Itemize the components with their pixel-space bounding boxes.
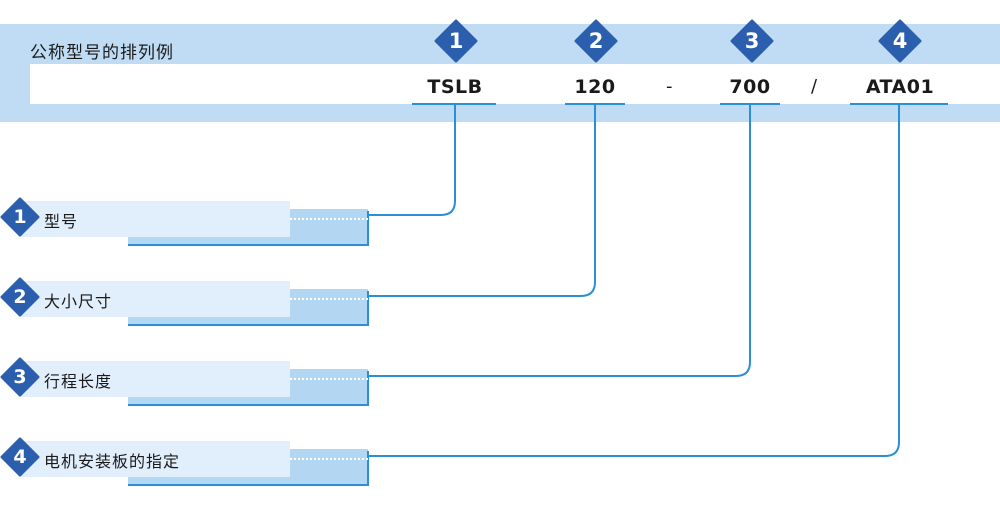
label-bottom-line — [128, 324, 369, 326]
segment-2-code: 120 — [574, 76, 616, 98]
legend-2-number: 2 — [13, 286, 27, 308]
segment-3-code: 700 — [729, 76, 771, 98]
segment-1-number: 1 — [448, 29, 464, 53]
dotted-leader — [290, 378, 368, 380]
label-edge — [367, 211, 369, 245]
legend-2-diamond: 2 — [0, 277, 40, 317]
label-edge — [367, 451, 369, 485]
segment-1-underline — [412, 103, 496, 105]
separator-dash: - — [666, 76, 673, 97]
legend-4-diamond: 4 — [0, 437, 40, 477]
legend-4-number: 4 — [13, 446, 27, 468]
segment-4-code: ATA01 — [865, 76, 935, 98]
segment-2-underline — [565, 103, 625, 105]
segment-2-diamond: 2 — [574, 19, 618, 63]
label-box — [18, 281, 290, 317]
label-edge — [367, 291, 369, 325]
label-box — [18, 441, 290, 477]
segment-4-number: 4 — [892, 29, 908, 53]
segment-1-diamond: 1 — [434, 19, 478, 63]
label-box — [18, 361, 290, 397]
dotted-leader — [290, 218, 368, 220]
legend-row-2: 2 大小尺寸 — [0, 277, 372, 326]
legend-2-label: 大小尺寸 — [44, 292, 113, 311]
separator-slash: / — [811, 76, 818, 97]
legend-row-3: 3 行程长度 — [0, 357, 372, 406]
segment-1-code: TSLB — [427, 76, 483, 98]
segment-4-diamond: 4 — [878, 19, 922, 63]
label-bottom-line — [128, 244, 369, 246]
legend-1-diamond: 1 — [0, 197, 40, 237]
code-field — [30, 64, 1000, 104]
segment-3-diamond: 3 — [730, 19, 774, 63]
label-edge — [367, 371, 369, 405]
page-title: 公称型号的排列例 — [30, 43, 174, 63]
legend-1-label: 型号 — [44, 212, 79, 231]
connector-3 — [368, 105, 751, 377]
segment-4-underline — [850, 103, 948, 105]
segment-3-number: 3 — [744, 29, 760, 53]
dotted-leader — [290, 458, 368, 460]
legend-3-diamond: 3 — [0, 357, 40, 397]
legend-row-1: 1 型号 — [0, 197, 372, 246]
legend-row-4: 4 电机安装板的指定 — [0, 437, 372, 486]
legend-3-label: 行程长度 — [44, 372, 113, 391]
legend-1-number: 1 — [13, 206, 27, 228]
segment-3-underline — [720, 103, 780, 105]
label-bottom-line — [128, 404, 369, 406]
connector-4 — [368, 105, 900, 457]
dotted-leader — [290, 298, 368, 300]
segment-2-number: 2 — [588, 29, 604, 53]
connector-2 — [368, 105, 596, 297]
label-bottom-line — [128, 484, 369, 486]
legend-3-number: 3 — [13, 366, 27, 388]
legend-4-label: 电机安装板的指定 — [44, 452, 181, 471]
label-box — [18, 201, 290, 237]
